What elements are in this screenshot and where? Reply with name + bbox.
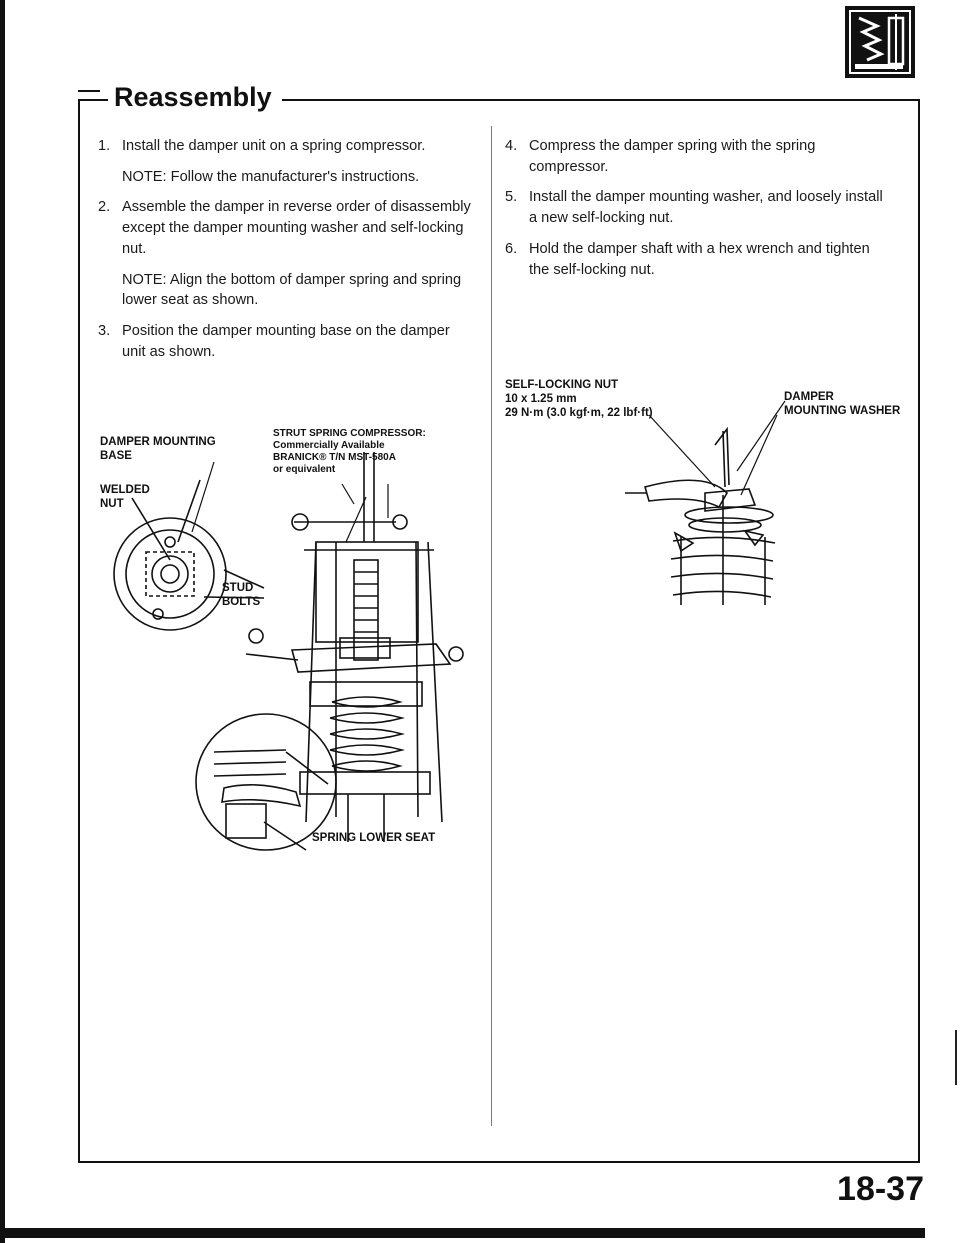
section-title: Reassembly <box>108 82 282 113</box>
step-number: 6. <box>505 240 518 257</box>
column-divider <box>491 126 492 1126</box>
step-text: Install the damper mounting washer, and … <box>529 189 883 227</box>
step-text: Assemble the damper in reverse order of … <box>122 199 471 257</box>
label-self-locking-nut: SELF-LOCKING NUT 10 x 1.25 mm 29 N·m (3.… <box>505 379 653 419</box>
step-number: 2. <box>98 199 111 216</box>
step-5: 5. Install the damper mounting washer, a… <box>505 187 883 228</box>
damper-top-drawing <box>625 400 786 605</box>
step-3: 3. Position the damper mounting base on … <box>98 321 473 362</box>
label-welded-nut: WELDED NUT <box>100 484 150 510</box>
suspension-section-icon <box>845 6 915 78</box>
content-frame <box>78 101 920 1163</box>
label-stud-bolts: STUD BOLTS <box>222 582 261 608</box>
step-text: Hold the damper shaft with a hex wrench … <box>529 240 870 278</box>
step-number: 5. <box>505 189 518 206</box>
edge-mark <box>955 1030 957 1085</box>
self-locking-nut-figure: SELF-LOCKING NUT 10 x 1.25 mm 29 N·m (3.… <box>505 375 900 605</box>
step-1: 1. Install the damper unit on a spring c… <box>98 136 473 157</box>
step-text: Compress the damper spring with the spri… <box>529 138 816 175</box>
step-number: 4. <box>505 138 518 154</box>
step-4: 4. Compress the damper spring with the s… <box>505 136 883 177</box>
note-2: NOTE: Align the bottom of damper spring … <box>122 271 462 309</box>
bottom-rule <box>0 1228 925 1238</box>
page-number: 18-37 <box>837 1170 924 1208</box>
spring-compressor-drawing <box>113 452 464 851</box>
step-number: 1. <box>98 138 111 154</box>
page-edge-bar <box>0 0 5 1243</box>
label-spring-lower-seat: SPRING LOWER SEAT <box>312 832 436 844</box>
step-2: 2. Assemble the damper in reverse order … <box>98 197 473 259</box>
label-damper-mounting-washer: DAMPER MOUNTING WASHER <box>784 391 901 417</box>
label-strut-spring-compressor: STRUT SPRING COMPRESSOR: Commercially Av… <box>273 428 426 475</box>
step-number: 3. <box>98 323 111 340</box>
step-text: Position the damper mounting base on the… <box>122 323 450 360</box>
note-1: NOTE: Follow the manufacturer's instruct… <box>122 168 420 185</box>
label-damper-mounting-base: DAMPER MOUNTING BASE <box>100 436 216 462</box>
heading-tick <box>78 90 100 92</box>
step-text: Install the damper unit on a spring comp… <box>122 138 426 154</box>
right-column: 4. Compress the damper spring with the s… <box>505 136 883 290</box>
heading-rule <box>78 99 920 101</box>
left-column: 1. Install the damper unit on a spring c… <box>98 136 473 372</box>
step-6: 6. Hold the damper shaft with a hex wren… <box>505 239 883 280</box>
spring-compressor-figure: DAMPER MOUNTING BASE STRUT SPRING COMPRE… <box>96 392 476 852</box>
